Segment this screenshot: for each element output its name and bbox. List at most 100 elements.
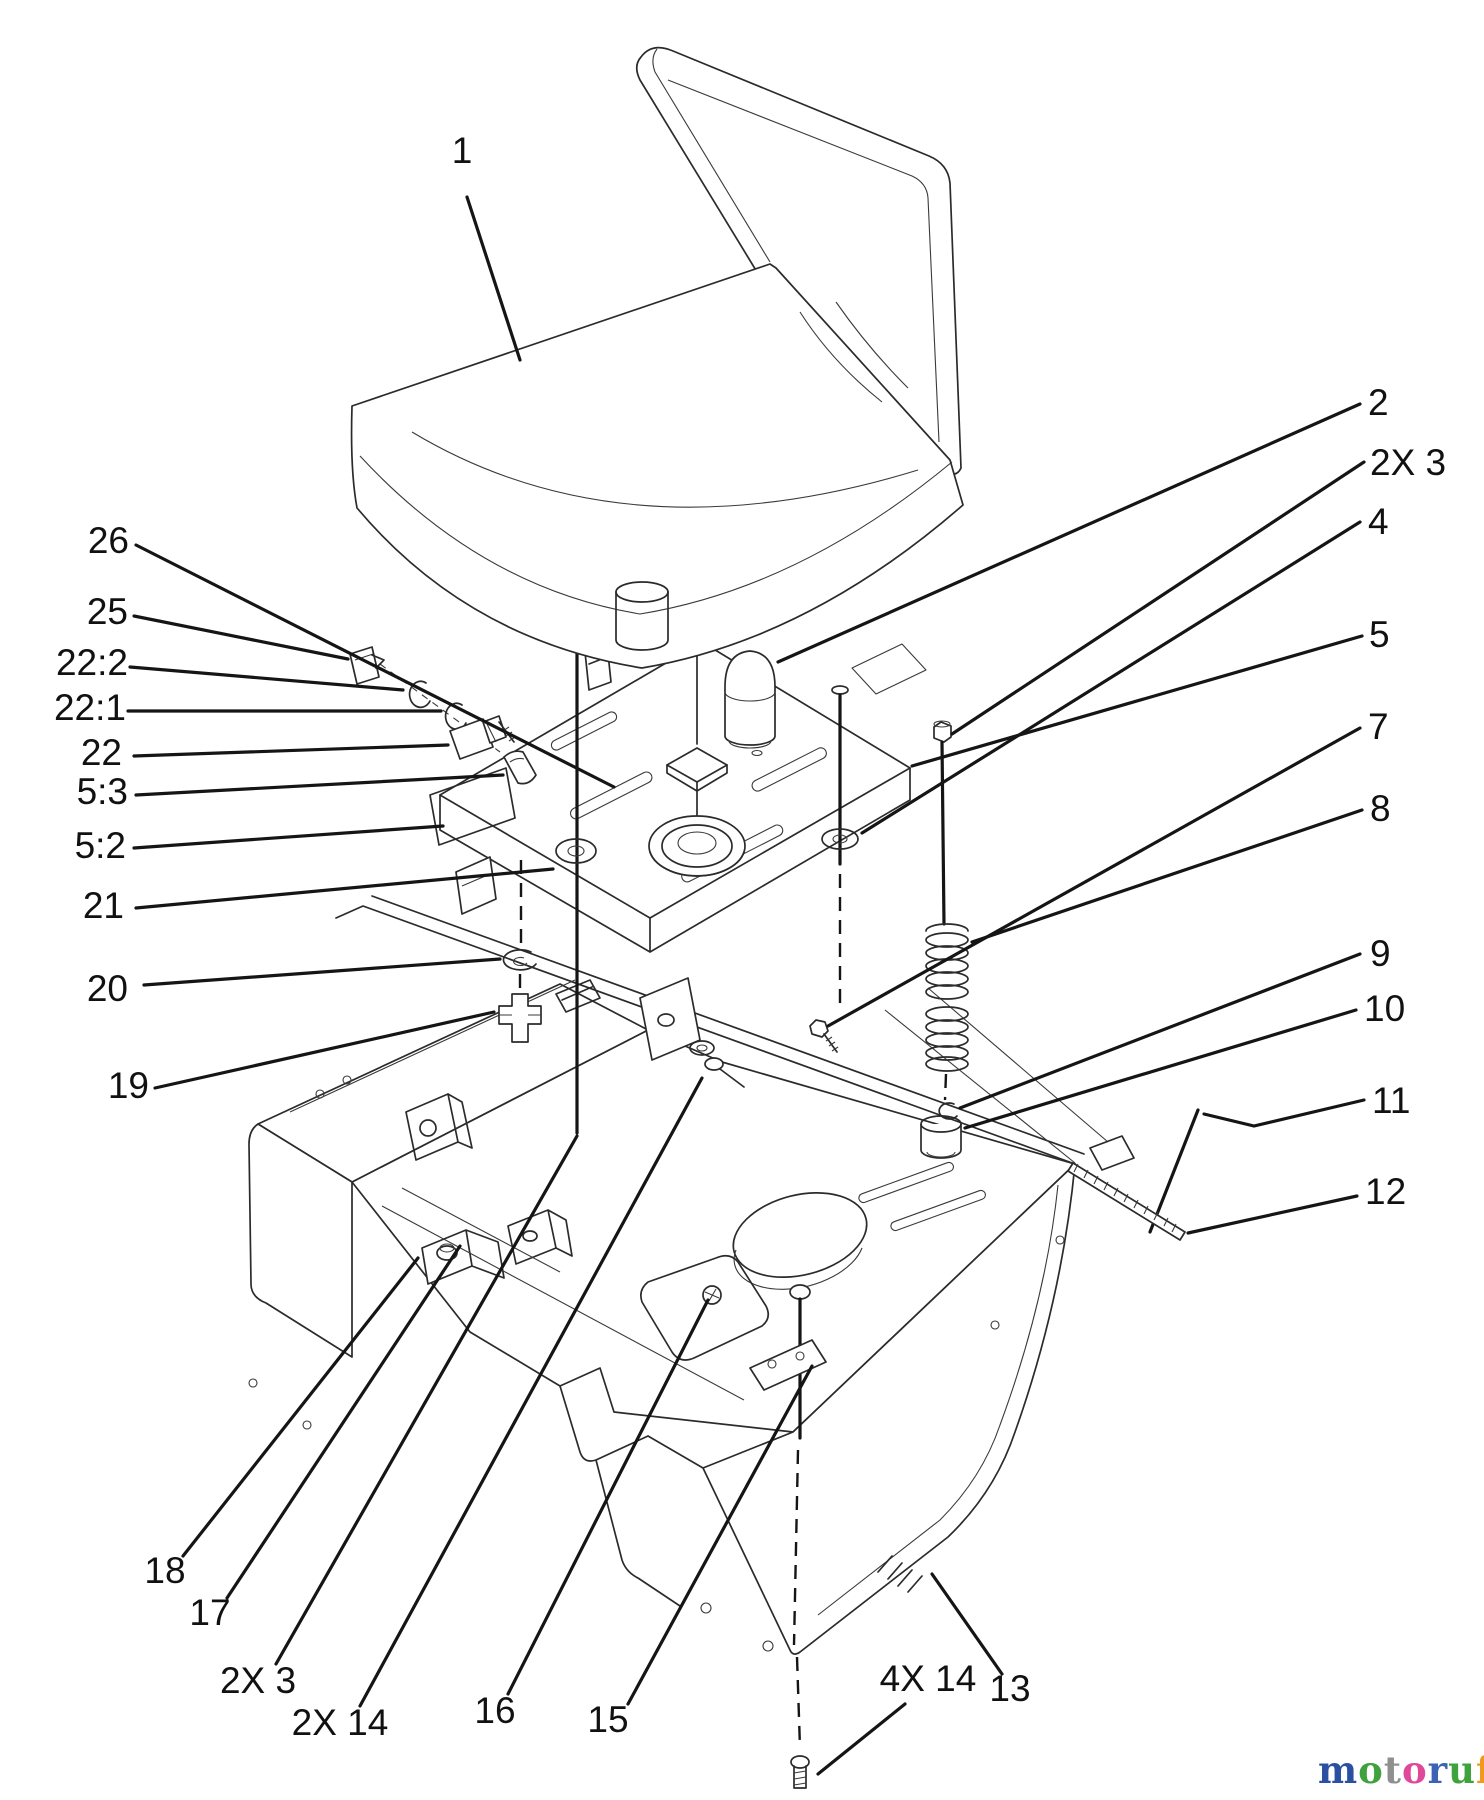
leader-15 <box>626 1364 814 1706</box>
plate-15-hole <box>795 1351 805 1361</box>
carriage-bolt-head <box>704 1057 724 1071</box>
bumper-2-body <box>724 650 776 746</box>
dome-base-arc <box>649 851 745 877</box>
leader-8 <box>970 808 1364 944</box>
fender-back-rail <box>335 895 1085 1165</box>
leader-2x3-bottom <box>274 1134 579 1666</box>
callout-19: 19 <box>108 1065 149 1106</box>
leader-2 <box>776 402 1362 664</box>
leg-bracket-hole <box>657 1013 675 1027</box>
pod-hole <box>342 1075 352 1085</box>
watermark-letter: o <box>1358 1748 1384 1792</box>
tab-5-3-seam <box>509 757 525 763</box>
washer-leg-inner <box>696 1044 708 1052</box>
pod-bracket <box>405 1093 473 1161</box>
fender-front-flap <box>559 1385 704 1607</box>
seat-cushion-inner-seam <box>411 431 919 508</box>
carriage-bolt-shaft <box>719 1068 745 1088</box>
carriage-bolt-2x14 <box>704 1057 745 1088</box>
seat-foot <box>615 581 669 651</box>
seat-bolt-right <box>821 685 859 1006</box>
leader-22 <box>132 743 450 758</box>
switch-22-body <box>449 718 494 760</box>
cup-10 <box>920 1115 962 1159</box>
spring-coil <box>925 1056 969 1072</box>
deck-mold-line <box>381 1187 745 1401</box>
leader-2x3-right <box>950 460 1366 736</box>
callout-2: 2 <box>1368 382 1389 423</box>
clip-9 <box>938 1102 958 1120</box>
callout-9: 9 <box>1370 933 1391 974</box>
callout-5-3: 5:3 <box>77 771 128 812</box>
washer-21 <box>555 838 597 864</box>
flap-hole <box>762 1640 774 1652</box>
connector-25 <box>349 646 385 685</box>
watermark-letter: o <box>1401 1748 1428 1792</box>
plate-15-hole <box>767 1359 777 1369</box>
fender-left-pod-front <box>248 1123 353 1358</box>
plate-15 <box>749 1339 827 1391</box>
bumper-2-seam <box>724 691 776 749</box>
leader-25 <box>132 614 350 661</box>
spring-coil <box>925 1032 969 1048</box>
watermark-logo: motoruf'.de <box>1318 1748 1484 1792</box>
leader-7 <box>826 726 1362 1028</box>
seat-cushion-wrinkles <box>799 301 909 403</box>
callout-21: 21 <box>83 885 124 926</box>
right-pod-lines <box>884 987 1109 1164</box>
spring-coil <box>925 1045 969 1061</box>
right-rail-tab <box>1089 1135 1135 1171</box>
leader-5-2 <box>132 824 445 850</box>
deck-oval-hole <box>732 1191 868 1279</box>
bumper-2 <box>724 650 776 757</box>
deck-hole <box>990 1320 1000 1330</box>
leader-9 <box>958 952 1362 1110</box>
deck-oval-thickness <box>733 1247 863 1290</box>
pivot-dome-2 <box>648 815 746 877</box>
leader-16 <box>506 1298 710 1696</box>
deck-hole <box>1055 1235 1065 1245</box>
callout-26: 26 <box>88 520 129 561</box>
dome-inner <box>677 831 717 855</box>
washer-right <box>821 828 859 850</box>
callout-22-1: 22:1 <box>54 687 126 728</box>
bolt-7-threads <box>825 1036 839 1052</box>
seat-cushion-front-seam <box>359 455 953 615</box>
leader-26 <box>134 543 616 789</box>
bolt-4x14-head <box>790 1755 810 1769</box>
watermark-letter: u <box>1448 1748 1477 1792</box>
callout-4: 4 <box>1368 501 1389 542</box>
callout-5: 5 <box>1369 614 1390 655</box>
callout-7: 7 <box>1368 706 1389 747</box>
deck-recess <box>640 1254 770 1361</box>
seat-plate-assembly <box>439 617 927 1135</box>
deck-hole <box>302 1420 312 1430</box>
watermark-letter: r <box>1427 1748 1449 1792</box>
seat-1 <box>350 46 964 669</box>
leader-20 <box>142 957 502 987</box>
callout-8: 8 <box>1370 788 1391 829</box>
leader-22-2 <box>128 665 405 692</box>
bolt-7-head <box>809 1019 829 1038</box>
leg-bracket-right <box>639 977 701 1061</box>
callout-18: 18 <box>144 1550 185 1591</box>
leader-4 <box>860 520 1362 835</box>
watermark-letter: f <box>1476 1748 1484 1792</box>
tab-5-3 <box>503 750 537 785</box>
bolt-15-head <box>789 1284 811 1300</box>
washer-20-inner <box>512 956 528 967</box>
plate-15-body <box>749 1339 827 1391</box>
callout-11: 11 <box>1372 1080 1410 1121</box>
deck-slot <box>890 1189 986 1232</box>
callout-13: 13 <box>989 1668 1030 1709</box>
leader-21 <box>134 867 555 910</box>
leader-4x14 <box>816 1702 907 1776</box>
leader-lines <box>126 195 1366 1776</box>
dome-mid <box>661 824 733 868</box>
switch-22 <box>449 715 516 760</box>
plate-left-leg <box>455 856 497 915</box>
spring-coil <box>925 932 969 948</box>
washer-21-inner <box>567 845 585 857</box>
